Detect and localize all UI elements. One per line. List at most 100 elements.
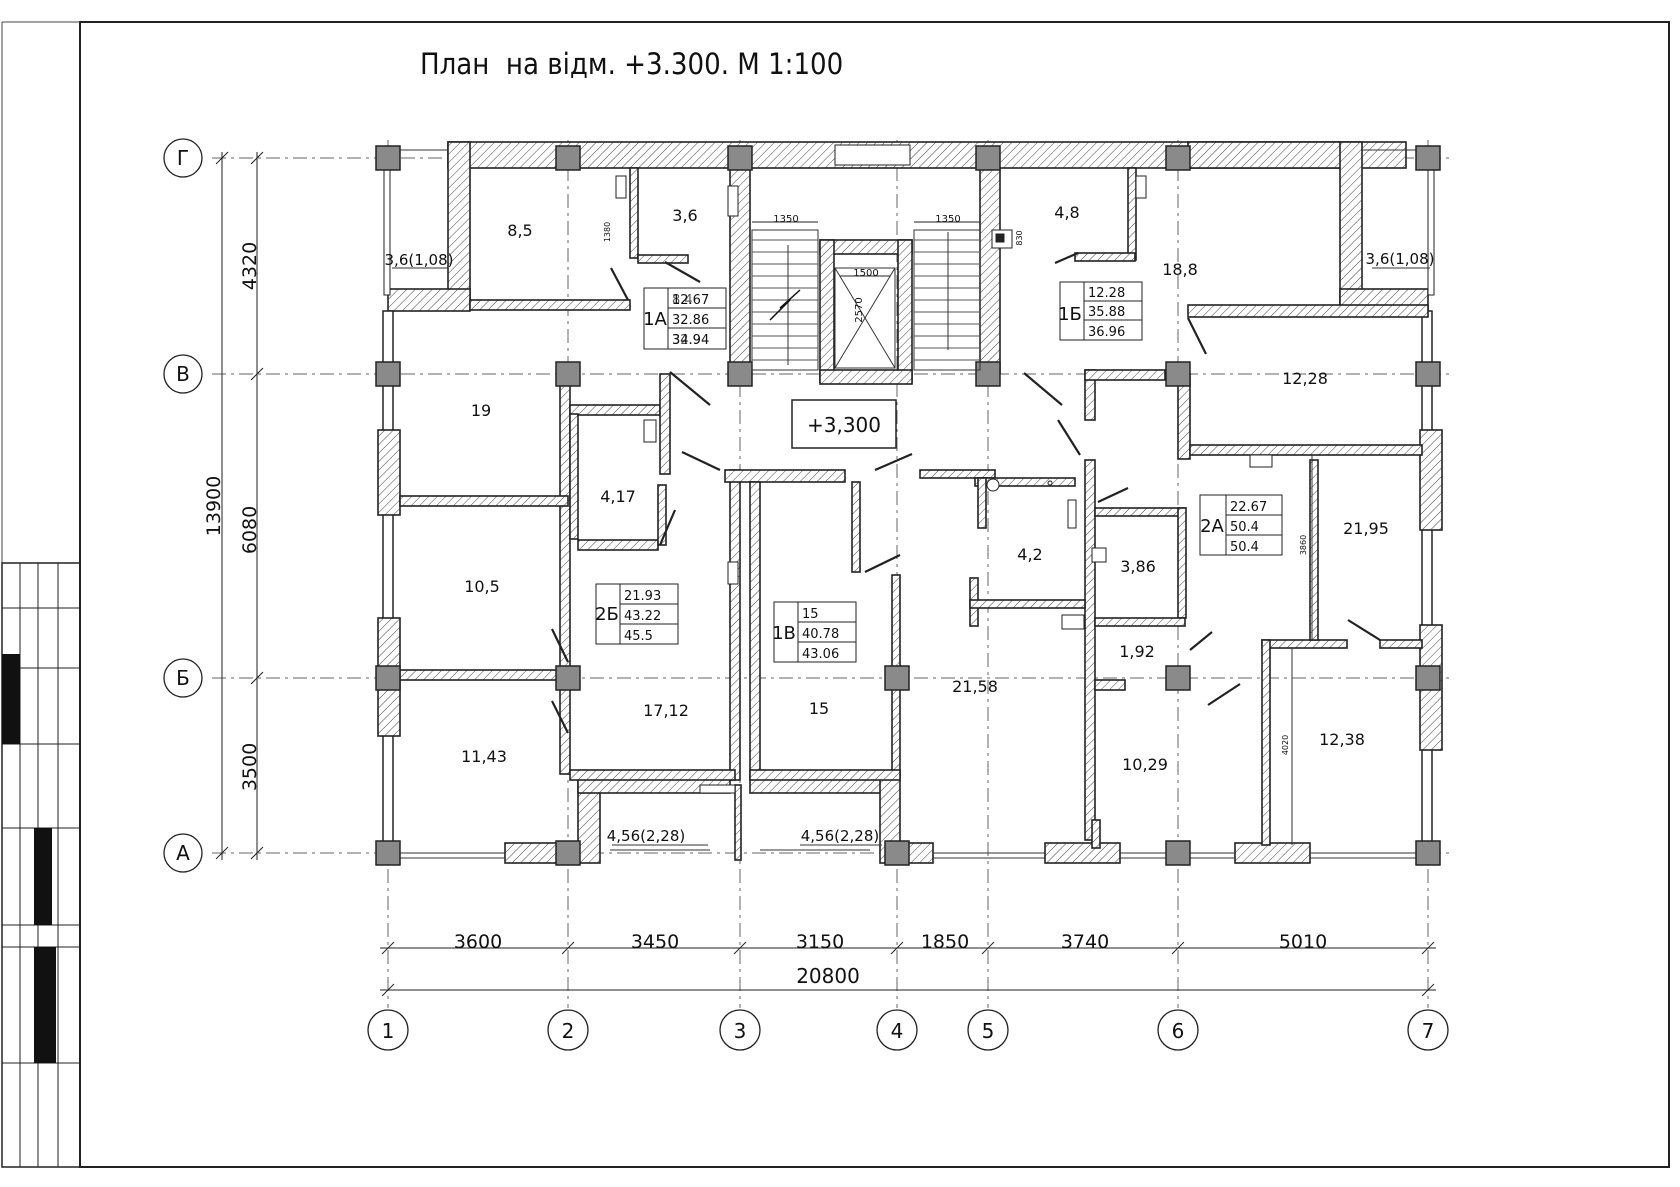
room-area: 4,17 — [600, 487, 636, 506]
axis-label-g: Г — [177, 146, 189, 170]
room-area: 8,5 — [507, 221, 532, 240]
apartment-value: 34.94 — [672, 333, 709, 348]
apartment-tag-1v: 1В 15 40.78 43.06 — [772, 601, 857, 663]
room-area: 3,6(1,08) — [385, 251, 454, 269]
axis-bubble-v: В — [163, 354, 203, 394]
plumbing-fixtures — [615, 175, 1273, 630]
svg-text:5: 5 — [982, 1019, 995, 1043]
svg-text:4: 4 — [891, 1019, 904, 1043]
apartment-id: 1В — [772, 623, 796, 644]
apartment-id: 1А — [643, 309, 667, 330]
dim-left-total: 13900 — [203, 476, 225, 536]
apartment-value: 32.86 — [672, 313, 709, 328]
axis-bubble-2: 2 — [547, 1009, 589, 1051]
room-area: 21,58 — [952, 677, 998, 696]
small-dim-4: 4020 — [1281, 735, 1290, 755]
dim-left-span-1: 4320 — [239, 242, 261, 290]
room-area: 4,2 — [1017, 545, 1042, 564]
bottom-dimension-lines — [380, 941, 1436, 997]
apartment-tag-2b: 2Б 21.93 43.22 45.5 — [595, 583, 679, 645]
apartment-tag-1b: 1Б 12.28 35.88 36.96 — [1058, 281, 1143, 341]
apartment-tag-1a: 1А 12.67 32.86 34.94 8.4 32.9 — [643, 287, 727, 350]
level-mark-box — [791, 399, 897, 449]
dim-bottom-span-3: 3150 — [796, 931, 844, 953]
apartment-value: 36.96 — [1088, 325, 1125, 340]
apartment-value: 35.88 — [1088, 305, 1125, 320]
apartment-tag-2a: 2А 22.67 50.4 50.4 — [1199, 494, 1283, 556]
room-area: 3,6(1,08) — [1366, 250, 1435, 268]
apartment-value: 43.06 — [802, 647, 839, 662]
staircase — [751, 221, 981, 371]
small-dim-2: 830 — [1015, 230, 1024, 245]
axis-label-b: Б — [176, 666, 190, 690]
apartment-id: 2Б — [595, 604, 619, 625]
room-area: 18,8 — [1162, 260, 1198, 279]
apartment-value: 43.22 — [624, 609, 661, 624]
apartment-value: 12.67 — [672, 293, 709, 308]
room-area: 1,92 — [1119, 642, 1155, 661]
apartment-value: 45.5 — [624, 629, 653, 644]
dim-left-span-2: 6080 — [239, 506, 261, 554]
svg-text:1: 1 — [382, 1019, 395, 1043]
room-area: 4,8 — [1054, 203, 1079, 222]
axis-bubble-4: 4 — [876, 1009, 918, 1051]
room-area: 11,43 — [461, 747, 507, 766]
structural-columns — [375, 145, 1441, 866]
axis-label-v: В — [176, 362, 190, 386]
stair-dim-3: 1500 — [853, 268, 878, 279]
room-area: 21,95 — [1343, 519, 1389, 538]
apartment-value: 21.93 — [624, 589, 661, 604]
axis-bubble-b: Б — [163, 658, 203, 698]
svg-text:6: 6 — [1172, 1019, 1185, 1043]
dim-bottom-span-1: 3600 — [454, 931, 502, 953]
level-mark: +3,300 — [807, 413, 881, 437]
dim-bottom-span-4: 1850 — [921, 931, 969, 953]
room-area: 4,56(2,28) — [607, 827, 686, 845]
apartment-value: 40.78 — [802, 627, 839, 642]
dim-bottom-span-6: 5010 — [1279, 931, 1327, 953]
room-area: 12,38 — [1319, 730, 1365, 749]
apartment-value: 12.28 — [1088, 286, 1125, 301]
dim-bottom-total: 20800 — [796, 964, 860, 988]
apartment-value: 50.4 — [1230, 520, 1259, 535]
axis-bubble-3: 3 — [719, 1009, 761, 1051]
svg-text:3: 3 — [734, 1019, 747, 1043]
apartment-id: 1Б — [1058, 304, 1082, 325]
apartment-id: 2А — [1200, 516, 1224, 537]
room-area: 19 — [471, 401, 491, 420]
room-area: 12,28 — [1282, 369, 1328, 388]
axis-bubble-1: 1 — [367, 1009, 409, 1051]
room-area: 4,56(2,28) — [801, 827, 880, 845]
dim-left-span-3: 3500 — [239, 743, 261, 791]
svg-text:7: 7 — [1422, 1019, 1435, 1043]
apartment-value-overlap: 8.4 — [672, 293, 693, 308]
room-area: 10,5 — [464, 577, 500, 596]
drawing-title: План на відм. +3.300. М 1:100 — [420, 47, 843, 81]
room-area: 3,86 — [1120, 557, 1156, 576]
apartment-value: 15 — [802, 607, 819, 622]
svg-text:2: 2 — [562, 1019, 575, 1043]
apartment-value: 50.4 — [1230, 540, 1259, 555]
dim-bottom-span-2: 3450 — [631, 931, 679, 953]
room-area: 3,6 — [672, 206, 697, 225]
left-dimension-lines — [215, 151, 264, 860]
stair-dim-4: 2570 — [854, 297, 865, 322]
axis-bubble-g: Г — [163, 138, 203, 178]
apartment-value-overlap: 32.9 — [672, 333, 701, 348]
axis-label-a: А — [176, 841, 190, 865]
stair-dim-2: 1350 — [935, 214, 960, 225]
axis-bubble-6: 6 — [1157, 1009, 1199, 1051]
room-area: 10,29 — [1122, 755, 1168, 774]
axis-bubble-7: 7 — [1407, 1009, 1449, 1051]
room-area: 15 — [809, 699, 829, 718]
dim-bottom-span-5: 3740 — [1061, 931, 1109, 953]
axis-bubble-5: 5 — [967, 1009, 1009, 1051]
side-stamp-table — [1, 562, 81, 1168]
stair-dim-1: 1350 — [773, 214, 798, 225]
small-dim-1: 1380 — [603, 222, 612, 242]
apartment-value: 22.67 — [1230, 500, 1267, 515]
small-dim-3: 3860 — [1299, 535, 1308, 555]
axis-bubble-a: А — [163, 833, 203, 873]
room-area: 17,12 — [643, 701, 689, 720]
